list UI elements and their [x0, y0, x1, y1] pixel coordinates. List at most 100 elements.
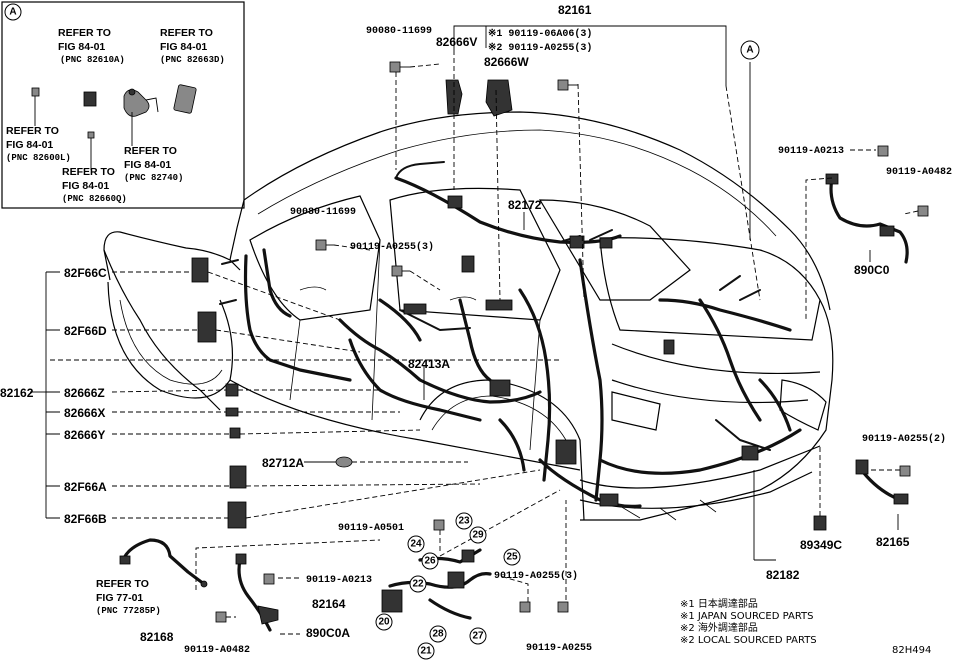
main-marker: A: [746, 45, 753, 56]
label-82666X: 82666X: [64, 406, 105, 420]
inset-ref3-line1: REFER TO: [6, 125, 59, 137]
label-90119-A0482-bot: 90119-A0482: [184, 645, 250, 656]
bolt-icon: [519, 601, 531, 613]
label-82413A: 82413A: [408, 357, 450, 371]
label-82172: 82172: [508, 198, 542, 212]
inset-ref2-line2: FIG 84-01: [160, 41, 207, 53]
harness-82164-icon: [388, 572, 492, 589]
svg-text:24: 24: [410, 539, 422, 550]
bolt-icon: [389, 61, 410, 73]
inset-ref5-line1: REFER TO: [62, 166, 115, 178]
callout-22: 22: [409, 575, 427, 593]
svg-text:27: 27: [472, 631, 484, 642]
connector-82666X-icon: [225, 407, 239, 417]
label-890C0A: 890C0A: [306, 626, 350, 640]
bolt-icon: [877, 145, 889, 157]
label-82164: 82164: [312, 597, 346, 611]
bolt-icon: [917, 205, 929, 217]
label-90119-A0255-3-mid: 90119-A0255(3): [350, 241, 434, 253]
svg-text:21: 21: [420, 646, 432, 657]
connector-82666Z-icon: [225, 383, 239, 397]
label-90080-top: 90080-11699: [366, 26, 432, 37]
svg-text:28: 28: [432, 629, 444, 640]
label-82168: 82168: [140, 630, 174, 644]
bolt-icon: [557, 601, 569, 613]
label-90119-A0482-right: 90119-A0482: [886, 167, 952, 178]
inset-ref5-pnc: (PNC 82660Q): [62, 194, 127, 204]
inset-ref1-pnc: (PNC 82610A): [60, 55, 125, 65]
vehicle-body-outline: [103, 111, 834, 521]
svg-text:20: 20: [378, 617, 390, 628]
bracket-82666V-icon: [445, 79, 463, 115]
callout-21: 21: [417, 642, 435, 660]
callout-20: 20: [375, 613, 393, 631]
connector-82F66C-icon: [191, 257, 209, 283]
sensor-89349C-icon: [813, 515, 827, 531]
inset-marker: A: [9, 7, 16, 18]
label-90119-A0255-3-bot: 90119-A0255(3): [494, 570, 578, 582]
callout-23: 23: [455, 512, 473, 530]
harness-82168-icon: [122, 538, 206, 586]
label-90119-A0255-3-top: ※2 90119-A0255(3): [488, 42, 592, 54]
inset-ref4-line2: FIG 84-01: [124, 159, 171, 171]
label-82F66D: 82F66D: [64, 324, 107, 338]
note-2-en: ※2 LOCAL SOURCED PARTS: [680, 635, 817, 646]
label-82182: 82182: [766, 568, 800, 582]
wire-harness-routing: [219, 161, 802, 508]
callout-28: 28: [429, 625, 447, 643]
callout-26: 26: [421, 552, 439, 570]
bolt-icon: [899, 465, 911, 477]
connector-82666Y-icon: [229, 427, 241, 439]
sourcing-notes: ※1 日本調達部品 ※1 JAPAN SOURCED PARTS ※2 海外調達…: [680, 597, 931, 656]
label-82666Y: 82666Y: [64, 428, 105, 442]
inset-panel: A REFER TO FIG 84-01 (PNC 82610A) REFER …: [1, 1, 245, 209]
inset-ref2-pnc: (PNC 82663D): [160, 55, 225, 65]
label-90119-A0213-bottom: 90119-A0213: [306, 575, 372, 586]
bolt-icon: [433, 519, 445, 531]
label-890C0: 890C0: [854, 263, 890, 277]
note-1-jp: ※1 日本調達部品: [680, 597, 758, 610]
fig77-ref-line2: FIG 77-01: [96, 592, 143, 604]
bolt-icon: [215, 611, 227, 623]
label-90119-A0501: 90119-A0501: [338, 523, 404, 534]
callout-25: 25: [503, 548, 521, 566]
callout-24: 24: [407, 535, 425, 553]
bolt-icon: [391, 265, 410, 277]
svg-text:26: 26: [424, 556, 436, 567]
fig77-ref-pnc: (PNC 77285P): [96, 606, 161, 616]
inset-ref4-line1: REFER TO: [124, 145, 177, 157]
svg-text:25: 25: [506, 552, 518, 563]
label-82F66A: 82F66A: [64, 480, 107, 494]
label-90119-A0255-2: 90119-A0255(2): [862, 433, 946, 445]
svg-text:22: 22: [412, 579, 424, 590]
connector-82F66B-icon: [227, 501, 247, 529]
part-icons: [119, 61, 929, 632]
label-82666W: 82666W: [484, 55, 529, 69]
leader-lines: [30, 25, 919, 635]
bracket-82666W-icon: [485, 79, 513, 117]
harness-890C0-icon: [829, 176, 909, 264]
bolt-icon: [315, 239, 334, 251]
figure-code: 82H494: [892, 645, 931, 656]
label-82666V: 82666V: [436, 35, 477, 49]
inset-connector-icon: [31, 84, 197, 170]
connector-82F66D-icon: [197, 311, 217, 343]
bolt-icon: [557, 79, 578, 91]
label-89349C: 89349C: [800, 538, 842, 552]
inset-ref1-line2: FIG 84-01: [58, 41, 105, 53]
label-90119-06A06: ※1 90119-06A06(3): [488, 28, 592, 40]
part-labels: 82161 90080-11699 82666V ※1 90119-06A06(…: [0, 3, 952, 656]
callout-numbers: 23 29 24 26 25 22 20 28 27 21 A: [375, 40, 760, 660]
label-82F66B: 82F66B: [64, 512, 107, 526]
inset-ref2-line1: REFER TO: [160, 27, 213, 39]
label-82161: 82161: [558, 3, 592, 17]
note-2-jp: ※2 海外調達部品: [680, 621, 758, 634]
fig77-ref-line1: REFER TO: [96, 578, 149, 590]
label-90080-mid: 90080-11699: [290, 207, 356, 218]
callout-27: 27: [469, 627, 487, 645]
connector-82F66A-icon: [229, 465, 247, 489]
inset-ref4-pnc: (PNC 82740): [124, 173, 183, 183]
label-82F66C: 82F66C: [64, 266, 107, 280]
